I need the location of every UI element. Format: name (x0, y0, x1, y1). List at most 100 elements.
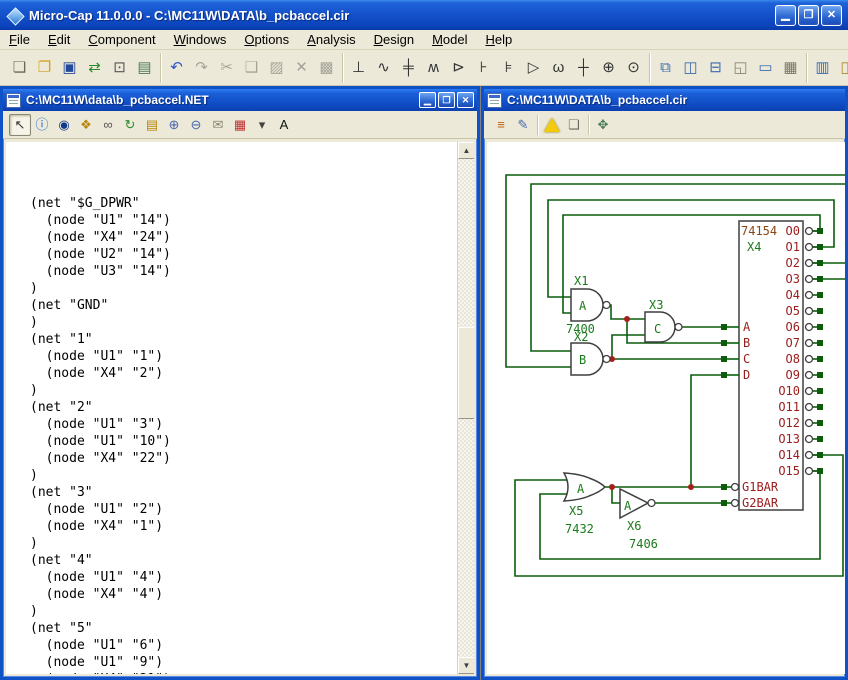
menu-file[interactable]: File (9, 32, 30, 47)
bubble-O9 (804, 370, 814, 380)
tile-vertical-icon[interactable]: ◫ (683, 59, 698, 76)
chip-part-label: 74154 (741, 224, 777, 238)
menu-component[interactable]: Component (88, 32, 156, 47)
transformer-icon[interactable]: ω (552, 59, 565, 76)
go-to-source-icon[interactable]: ↻ (124, 117, 136, 132)
bubble-O7 (804, 338, 814, 348)
pin-O5 (817, 308, 823, 314)
new-file-icon[interactable]: ❏ (12, 59, 27, 76)
text-limit-icon[interactable] (541, 114, 563, 136)
font-icon[interactable]: A (279, 117, 289, 132)
netlist-line-12: (net "2" (30, 400, 93, 415)
redo-icon[interactable]: ↷ (195, 59, 208, 76)
cut-icon[interactable]: ✂ (220, 59, 233, 76)
schematic-document-icon (487, 92, 502, 108)
tile-horizontal-icon[interactable]: ⊟ (709, 59, 722, 76)
npn-transistor-icon[interactable]: ⊦ (479, 59, 488, 76)
netlist-editor[interactable]: (net "$G_DPWR" (node "U1" "14") (node "X… (6, 142, 474, 674)
print-icon[interactable]: ▤ (137, 59, 152, 76)
schematic-titlebar[interactable]: C:\MC11W\DATA\b_pcbaccel.cir (484, 89, 845, 111)
overlap-windows-icon[interactable]: ◱ (733, 59, 748, 76)
gate-x2-nand[interactable]: X2 B (570, 330, 611, 376)
menu-options[interactable]: Options (244, 32, 290, 47)
gate-x2-ref: X2 (574, 330, 588, 344)
inductor-icon[interactable]: ʍ (428, 59, 439, 76)
probe-tool-icon[interactable]: ◉ (58, 117, 70, 132)
netlist-toolbar: ↖ ⓘ ◉ ❖ ∞ ↻ ▤ ⊕ ⊖ ✉ ▦ ▾ A (3, 111, 477, 139)
menu-help[interactable]: Help (485, 32, 513, 47)
menu-design[interactable]: Design (373, 32, 415, 47)
print-preview-icon[interactable]: ⊡ (113, 59, 126, 76)
current-source-icon[interactable]: ⊙ (627, 59, 640, 76)
main-restore-button[interactable]: ❐ (798, 4, 819, 26)
page-list-icon[interactable]: ≡ (497, 117, 505, 132)
resistor-icon[interactable]: ∿ (377, 59, 390, 76)
voltage-source-icon[interactable]: ⊕ (602, 59, 615, 76)
pin-O0 (817, 228, 823, 234)
netlist-close-button[interactable]: ✕ (457, 92, 474, 108)
color-dropdown-icon[interactable]: ▾ (258, 117, 266, 132)
shape-editor-icon[interactable]: ◨ (840, 59, 848, 76)
junction-dot (688, 484, 694, 490)
gate-x1-nand[interactable]: X1 A 7400 (566, 274, 611, 336)
info-tool-icon[interactable]: ⓘ (35, 117, 49, 132)
stamp-tool-icon[interactable]: ▤ (145, 117, 159, 132)
paste-icon[interactable]: ▨ (269, 59, 284, 76)
nmos-transistor-icon[interactable]: ⊧ (504, 59, 513, 76)
netlist-titlebar[interactable]: C:\MC11W\data\b_pcbaccel.NET ▁❐✕ (3, 89, 477, 111)
capacitor-icon[interactable]: ╪ (403, 59, 414, 76)
bubble-O15 (804, 466, 814, 476)
main-close-button[interactable]: ✕ (821, 4, 842, 26)
netlist-vertical-scrollbar[interactable]: ▲ ▼ (457, 142, 474, 674)
gate-x5-or[interactable]: A X5 7432 (562, 472, 607, 536)
gate-x3-nand[interactable]: X3 C (644, 298, 683, 343)
box-select-icon[interactable]: ▩ (319, 59, 334, 76)
netlist-minimize-button[interactable]: ▁ (419, 92, 436, 108)
bubble-O3 (804, 274, 814, 284)
send-icon[interactable]: ✉ (212, 117, 224, 132)
main-minimize-button[interactable]: ▁ (775, 4, 796, 26)
new-page-icon[interactable]: ❏ (568, 117, 580, 132)
menu-edit[interactable]: Edit (47, 32, 71, 47)
zoom-hundred-icon[interactable]: ✥ (597, 117, 609, 132)
diode-icon[interactable]: ⊳ (452, 59, 465, 76)
translate-icon[interactable]: ⇄ (88, 59, 101, 76)
maximize-window-icon[interactable]: ▭ (758, 59, 773, 76)
gate-x5-pin: A (577, 482, 585, 496)
find-tool-icon[interactable]: ∞ (103, 117, 113, 132)
pan-tool-icon[interactable]: ❖ (80, 117, 92, 132)
netlist-restore-button[interactable]: ❐ (438, 92, 455, 108)
chip-74154[interactable]: 74154 X4 O0O1O2O3O4O5O6O7O8O9O10O11O12O1… (721, 220, 823, 511)
menu-model[interactable]: Model (432, 32, 468, 47)
select-tool-icon[interactable]: ↖ (9, 113, 31, 136)
main-titlebar[interactable]: Micro-Cap 11.0.0.0 - C:\MC11W\DATA\b_pcb… (0, 0, 848, 30)
open-file-icon[interactable]: ❐ (37, 59, 52, 76)
gate-x2-pin: B (579, 353, 586, 367)
menu-windows[interactable]: Windows (173, 32, 227, 47)
pin-G2BAR (721, 500, 727, 506)
scroll-down-button[interactable]: ▼ (458, 657, 474, 674)
zoom-in-icon[interactable]: ⊕ (168, 117, 180, 132)
bubble-O12 (804, 418, 814, 428)
copy-icon[interactable]: ❑ (244, 59, 259, 76)
gate-x6-inverter[interactable]: A X6 7406 (619, 487, 658, 551)
calculator-icon[interactable]: ▦ (783, 59, 798, 76)
junction-dot (624, 316, 630, 322)
tie-icon[interactable]: ┼ (578, 59, 589, 76)
scroll-up-button[interactable]: ▲ (458, 142, 474, 159)
ground-icon[interactable]: ⊥ (351, 59, 366, 76)
delete-icon[interactable]: ✕ (295, 59, 308, 76)
scrollbar-thumb[interactable] (458, 327, 474, 419)
zoom-out-icon[interactable]: ⊖ (190, 117, 202, 132)
save-file-icon[interactable]: ▣ (62, 59, 77, 76)
cascade-windows-icon[interactable]: ⧉ (660, 59, 671, 76)
netlist-line-23: (node "X4" "4") (30, 587, 164, 602)
color-picker-icon[interactable]: ▦ (233, 117, 247, 132)
component-panel-icon[interactable]: ▥ (815, 59, 830, 76)
netlist-line-24: ) (30, 604, 38, 619)
edit-page-icon[interactable]: ✎ (517, 117, 529, 132)
opamp-icon[interactable]: ▷ (527, 59, 540, 76)
undo-icon[interactable]: ↶ (170, 59, 183, 76)
menu-analysis[interactable]: Analysis (307, 32, 356, 47)
